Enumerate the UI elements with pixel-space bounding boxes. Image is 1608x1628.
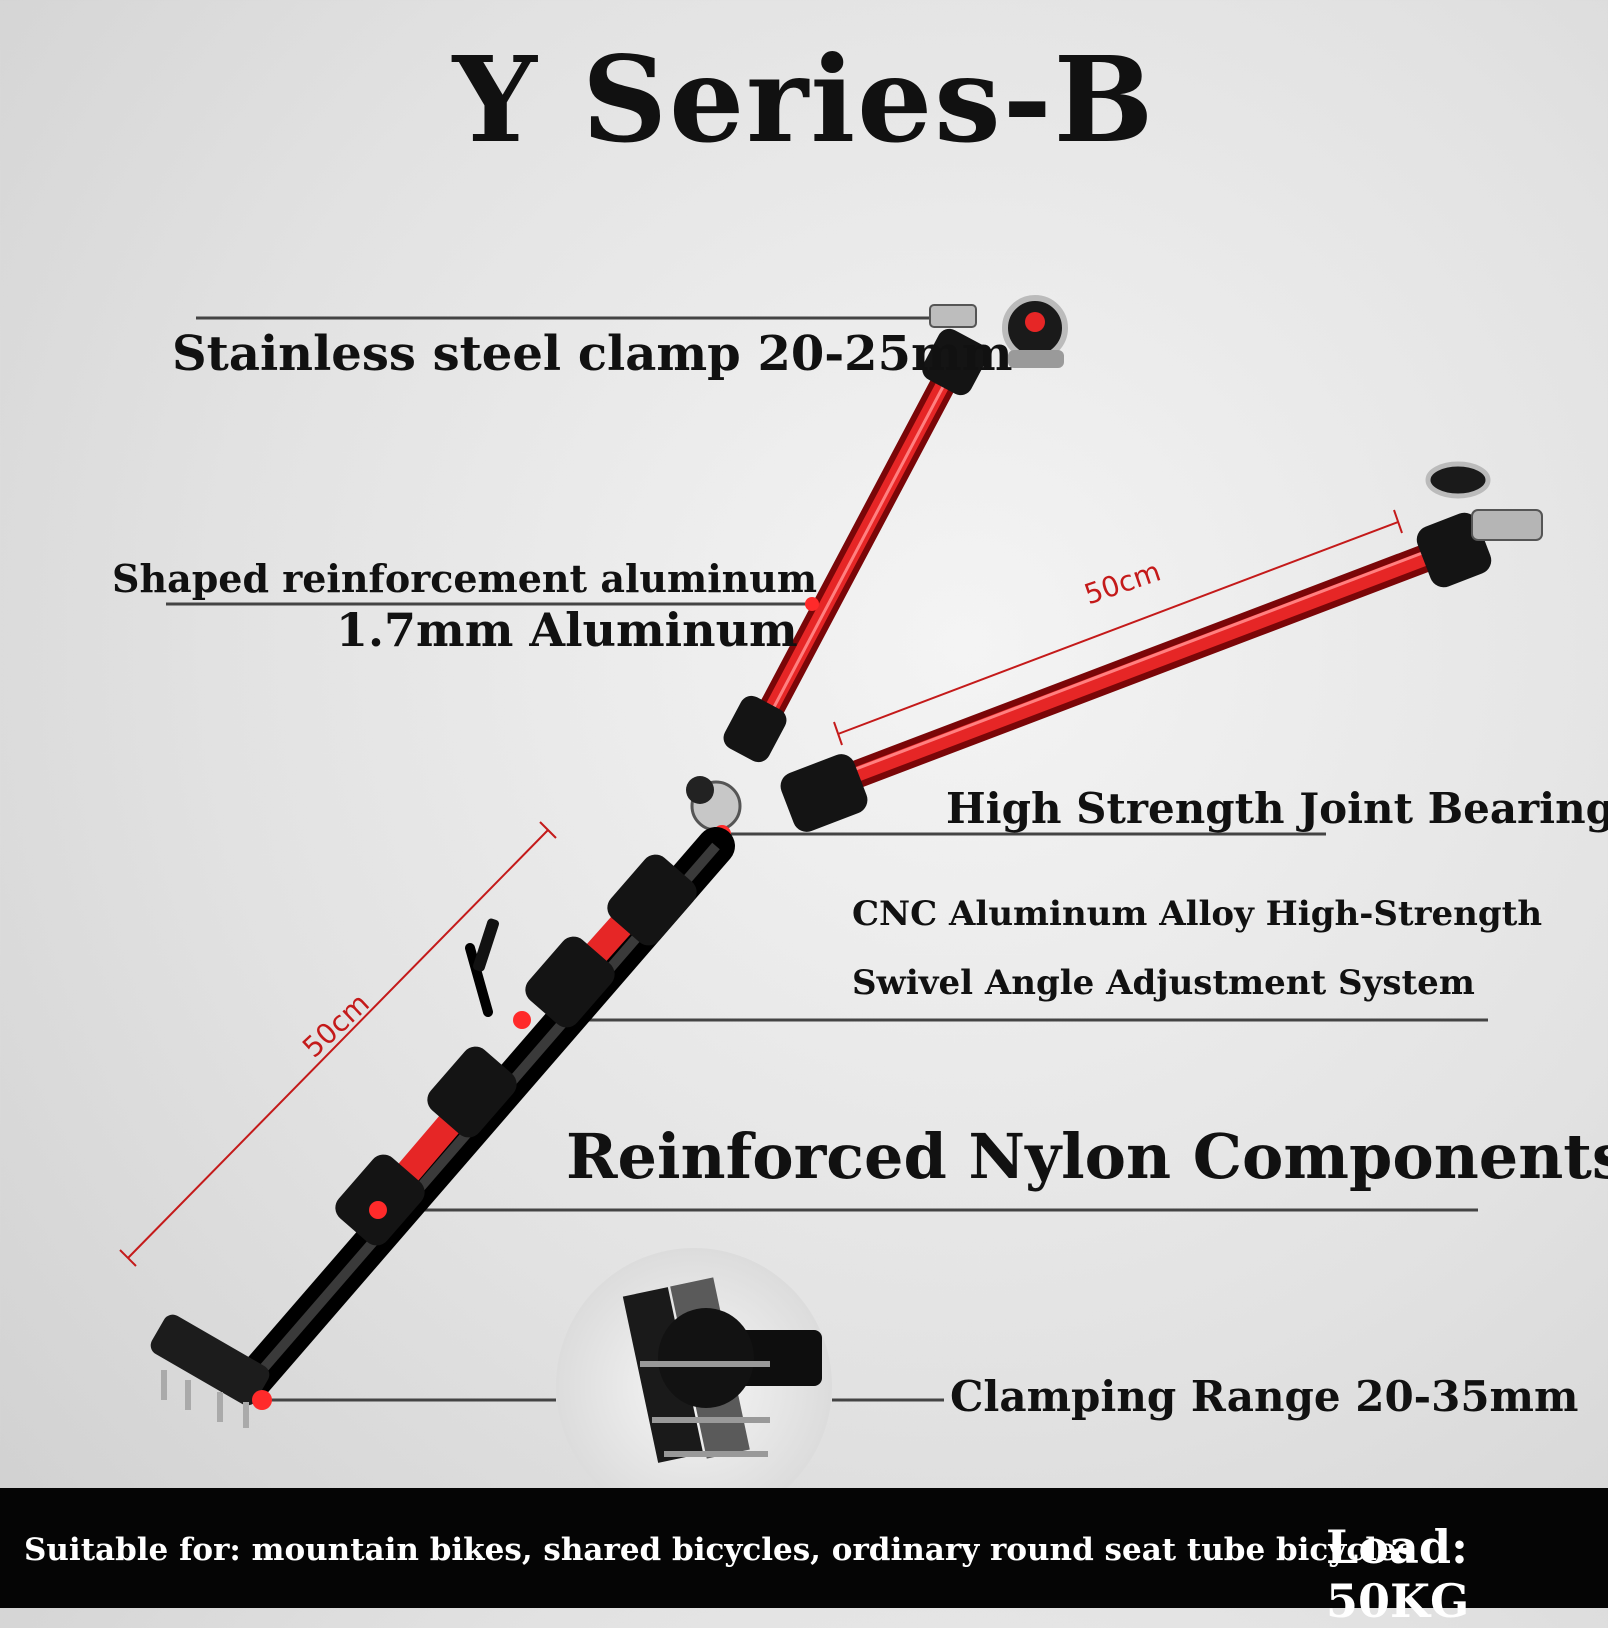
load-capacity: Load: 50KG bbox=[1326, 1520, 1470, 1628]
dimension-markers bbox=[119, 509, 1403, 1267]
clamp-detail-zoom bbox=[556, 1248, 832, 1524]
dim-tick bbox=[119, 1249, 137, 1267]
label-clamping-range: Clamping Range 20-35mm bbox=[950, 1372, 1579, 1421]
leader-lines bbox=[166, 316, 1488, 1402]
page-title: Y Series-B bbox=[452, 30, 1156, 169]
label-cnc-line2: Swivel Angle Adjustment System bbox=[852, 963, 1475, 1003]
upper-arm bbox=[723, 295, 1068, 763]
label-clamp: Stainless steel clamp 20-25mm bbox=[172, 326, 1013, 382]
label-aluminum-thickness: 1.7mm Aluminum bbox=[336, 603, 798, 657]
right-arm bbox=[780, 461, 1543, 832]
lower-arm bbox=[150, 827, 735, 1428]
label-nylon-components: Reinforced Nylon Components bbox=[566, 1120, 1608, 1193]
dim-tick bbox=[833, 721, 843, 746]
dim-tick bbox=[1393, 509, 1403, 534]
footer-bar: Suitable for: mountain bikes, shared bic… bbox=[0, 1488, 1608, 1628]
label-cnc-line1: CNC Aluminum Alloy High-Strength bbox=[852, 894, 1543, 934]
dim-line-lower bbox=[127, 829, 549, 1259]
dim-line-upper bbox=[837, 521, 1399, 735]
suitable-for-text: Suitable for: mountain bikes, shared bic… bbox=[24, 1532, 1415, 1568]
dim-tick bbox=[539, 821, 557, 839]
label-shaped-reinforcement: Shaped reinforcement aluminum bbox=[112, 556, 818, 601]
label-joint-bearing: High Strength Joint Bearing bbox=[946, 784, 1608, 833]
